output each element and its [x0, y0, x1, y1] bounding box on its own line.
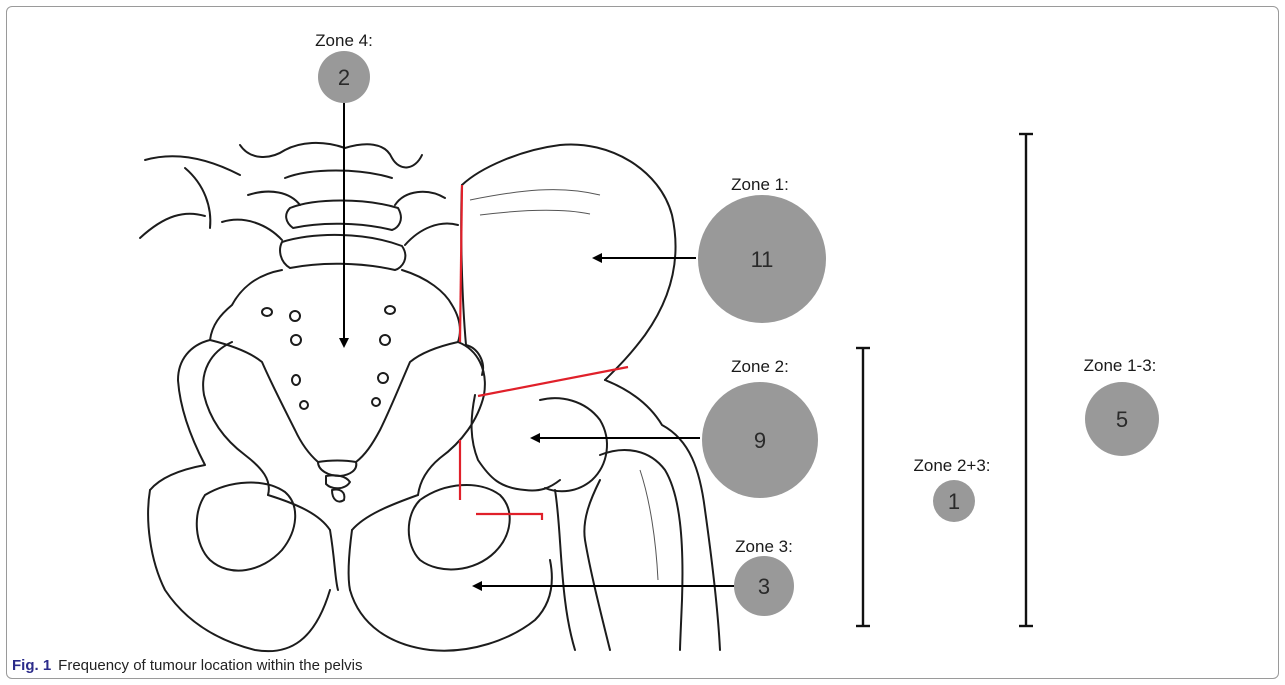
- coccyx: [318, 461, 356, 477]
- zone1-count: 11: [751, 247, 774, 272]
- lumbar-vertebra-upper: [240, 143, 422, 168]
- figure-caption-text: Frequency of tumour location within the …: [58, 657, 362, 674]
- figure-caption: Fig. 1 Frequency of tumour location withi…: [12, 657, 363, 674]
- pubic-symphysis: [330, 530, 352, 590]
- zone1-boundary-vertical: [460, 185, 462, 342]
- zone1-3-marker: Zone 1-3: 5: [1084, 356, 1159, 456]
- zone2-label: Zone 2:: [731, 357, 789, 376]
- zone1-2-boundary: [478, 367, 628, 396]
- zone1-label: Zone 1:: [731, 175, 789, 194]
- zone1-3-label: Zone 1-3:: [1084, 356, 1157, 375]
- left-iliac-wing: [145, 156, 240, 228]
- zone2-3-bracket: [856, 348, 870, 626]
- right-femur: [605, 380, 720, 650]
- pelvis-illustration: [140, 143, 720, 651]
- zone3-marker: Zone 3: 3: [734, 537, 794, 616]
- zone2-marker: Zone 2: 9: [702, 357, 818, 498]
- zone2-3-count: 1: [948, 489, 960, 514]
- zone2-3-marker: Zone 2+3: 1: [913, 456, 990, 522]
- zone2-count: 9: [754, 428, 766, 453]
- zone1-3-bracket: [1019, 134, 1033, 626]
- acetabulum: [472, 395, 560, 491]
- right-iliac-wing: [462, 144, 676, 380]
- zone4-count: 2: [338, 65, 350, 90]
- zone1-marker: Zone 1: 11: [698, 175, 826, 323]
- left-ilium: [203, 342, 269, 495]
- sacral-foramina: [262, 306, 395, 409]
- zone3-label: Zone 3:: [735, 537, 793, 556]
- sacrum: [210, 270, 318, 462]
- zone1-3-count: 5: [1116, 407, 1128, 432]
- zone4-marker: Zone 4: 2: [315, 31, 373, 103]
- zone3-count: 3: [758, 574, 770, 599]
- zone2-3-label: Zone 2+3:: [913, 456, 990, 475]
- figure-caption-label: Fig. 1: [12, 657, 51, 674]
- left-obturator: [197, 483, 295, 571]
- zone4-label: Zone 4:: [315, 31, 373, 50]
